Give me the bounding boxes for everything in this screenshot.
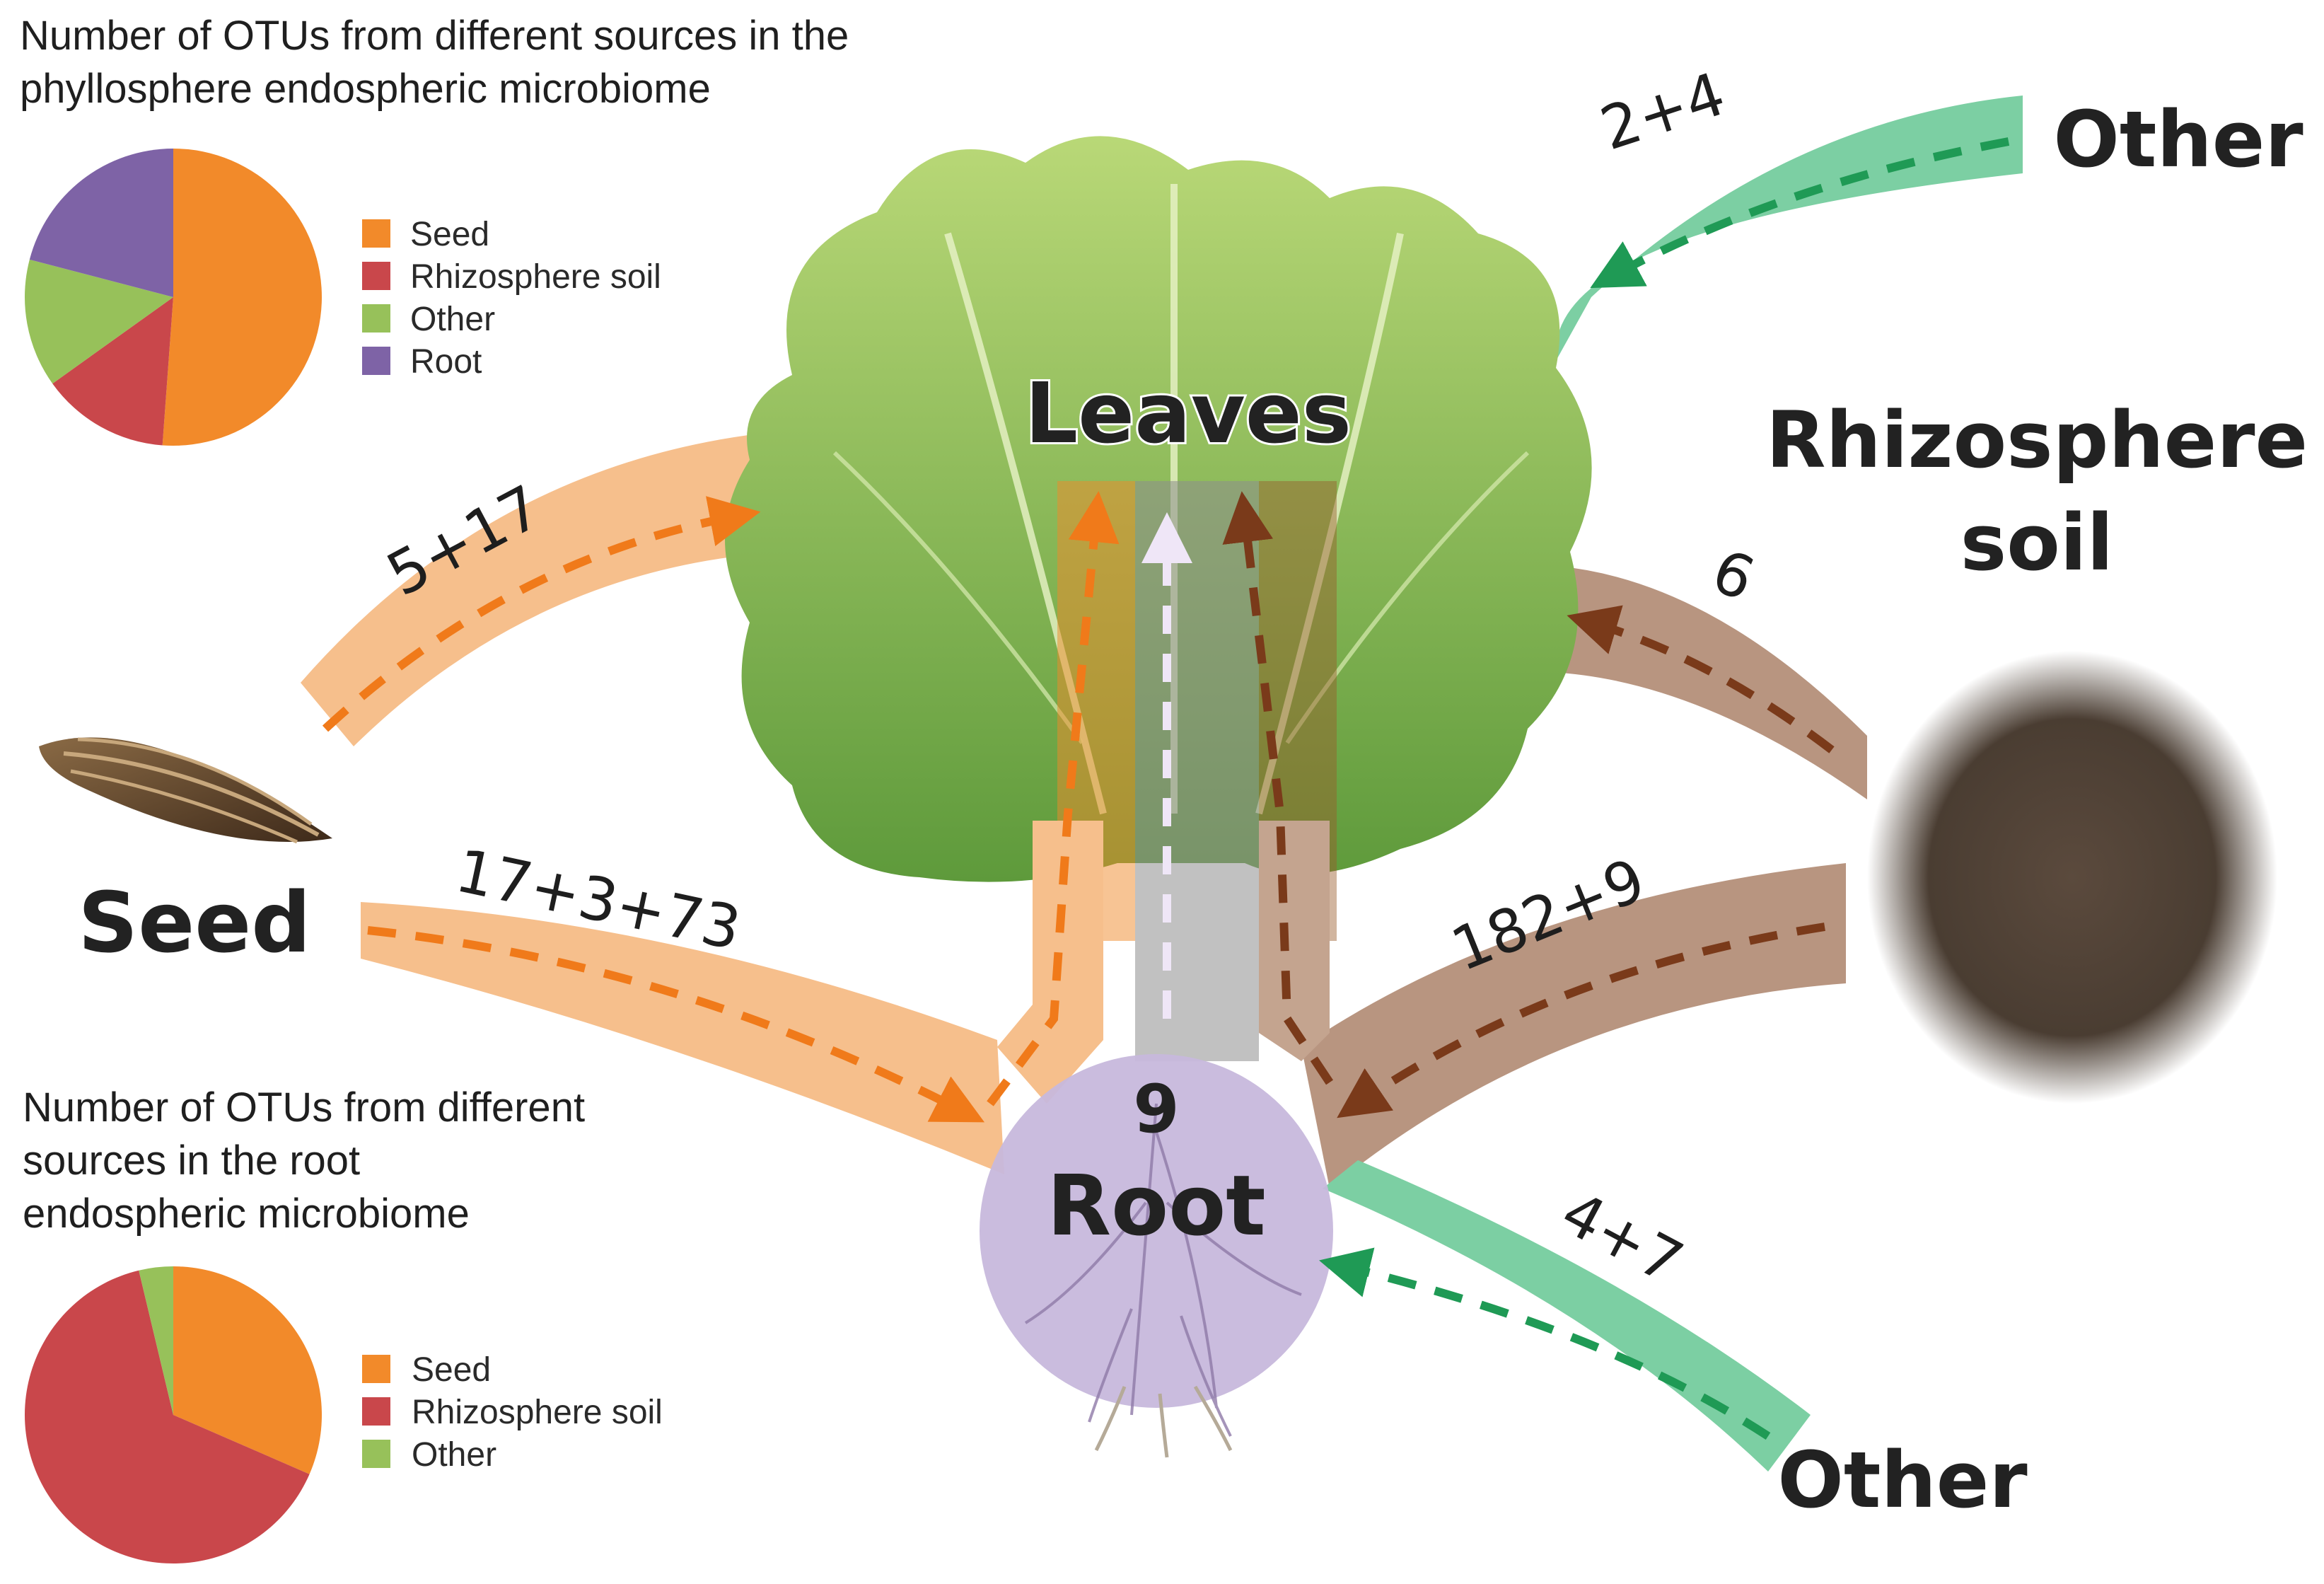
arrow-seed-to-leaves: [322, 496, 761, 732]
column-stem: [1135, 481, 1259, 1061]
soil-label-line1: Rhizosphere: [1766, 395, 2308, 485]
band-other-to-root: [1323, 1160, 1811, 1472]
pie2-legend-swatch-soil: [362, 1397, 390, 1426]
pie1-slices: [25, 149, 322, 446]
flow-label-soil-to-leaves: 6: [1703, 536, 1764, 615]
pie2-legend-label-other: Other: [412, 1436, 496, 1474]
pie1-legend-swatch-other: [362, 304, 390, 333]
band-seed-to-leaves: [301, 432, 785, 746]
pie1-legend-label-other: Other: [410, 301, 495, 338]
band-soil-to-leaves: [1549, 566, 1867, 799]
pie2-legend-label-seed: Seed: [412, 1351, 491, 1389]
pie-chart-root: Number of OTUs from different sources in…: [23, 1085, 663, 1563]
other-top-label: Other: [2053, 94, 2303, 185]
arrow-root-to-leaves-seed: [987, 491, 1120, 1106]
pie2-legend-label-soil: Rhizosphere soil: [412, 1394, 663, 1431]
pie2-legend-swatch-other: [362, 1440, 390, 1468]
pie-chart-phyllosphere: Number of OTUs from different sources in…: [20, 13, 849, 446]
pie2-legend-swatch-seed: [362, 1355, 390, 1383]
pie2-slice-rhizosphere-soil: [25, 1270, 310, 1563]
pie2-title-line2: sources in the root: [23, 1138, 360, 1184]
band-seed-to-root: [361, 902, 1004, 1174]
pie1-slice-rhizosphere-soil: [52, 297, 173, 446]
root-label: Root: [1047, 1157, 1265, 1254]
pie2-legend: Seed Rhizosphere soil Other: [362, 1351, 663, 1474]
pie1-legend-label-soil: Rhizosphere soil: [410, 258, 661, 296]
soil-label-line2: soil: [1960, 497, 2113, 588]
arrow-other-to-root: [1319, 1247, 1771, 1440]
flow-label-other-to-leaves: 2+4: [1593, 59, 1733, 163]
pie1-legend-label-root: Root: [410, 343, 482, 381]
root-tips-image: [1094, 1385, 1233, 1458]
pie2-slice-seed: [173, 1266, 323, 1474]
pie2-slice-other: [139, 1266, 173, 1415]
pie1-slice-root: [29, 149, 173, 297]
root-number-label: 9: [1133, 1071, 1179, 1148]
pie2-title-line1: Number of OTUs from different: [23, 1085, 585, 1131]
pie1-slice-other: [25, 259, 173, 384]
pie1-legend-swatch-root: [362, 347, 390, 375]
pie1-legend-swatch-soil: [362, 262, 390, 290]
pie1-slice-seed: [162, 149, 322, 446]
seed-image: [39, 737, 332, 844]
pie1-title-line1: Number of OTUs from different sources in…: [20, 13, 849, 59]
arrow-other-to-leaves: [1590, 137, 2010, 289]
root-circle: [980, 1054, 1333, 1408]
other-bottom-label: Other: [1777, 1435, 2027, 1525]
arrow-soil-to-root: [1337, 923, 1825, 1118]
arrow-seed-to-root: [367, 926, 985, 1123]
pie1-legend-swatch-seed: [362, 219, 390, 248]
pie1-title-line2: phyllosphere endospheric microbiome: [20, 66, 711, 112]
pie2-slices: [25, 1266, 323, 1563]
seed-label: Seed: [78, 874, 311, 971]
pie1-legend-label-seed: Seed: [410, 216, 489, 253]
band-soil-to-root: [1301, 863, 1846, 1189]
pie1-legend: Seed Rhizosphere soil Other Root: [362, 216, 661, 381]
soil-band-lower-column: [1259, 821, 1330, 1061]
seed-band-lower-column: [997, 821, 1103, 1104]
pie2-title-line3: endospheric microbiome: [23, 1191, 470, 1237]
root-hairs-image: [1024, 1103, 1302, 1437]
leaves-label: Leaves: [1025, 364, 1352, 462]
soil-image: [1867, 651, 2277, 1104]
